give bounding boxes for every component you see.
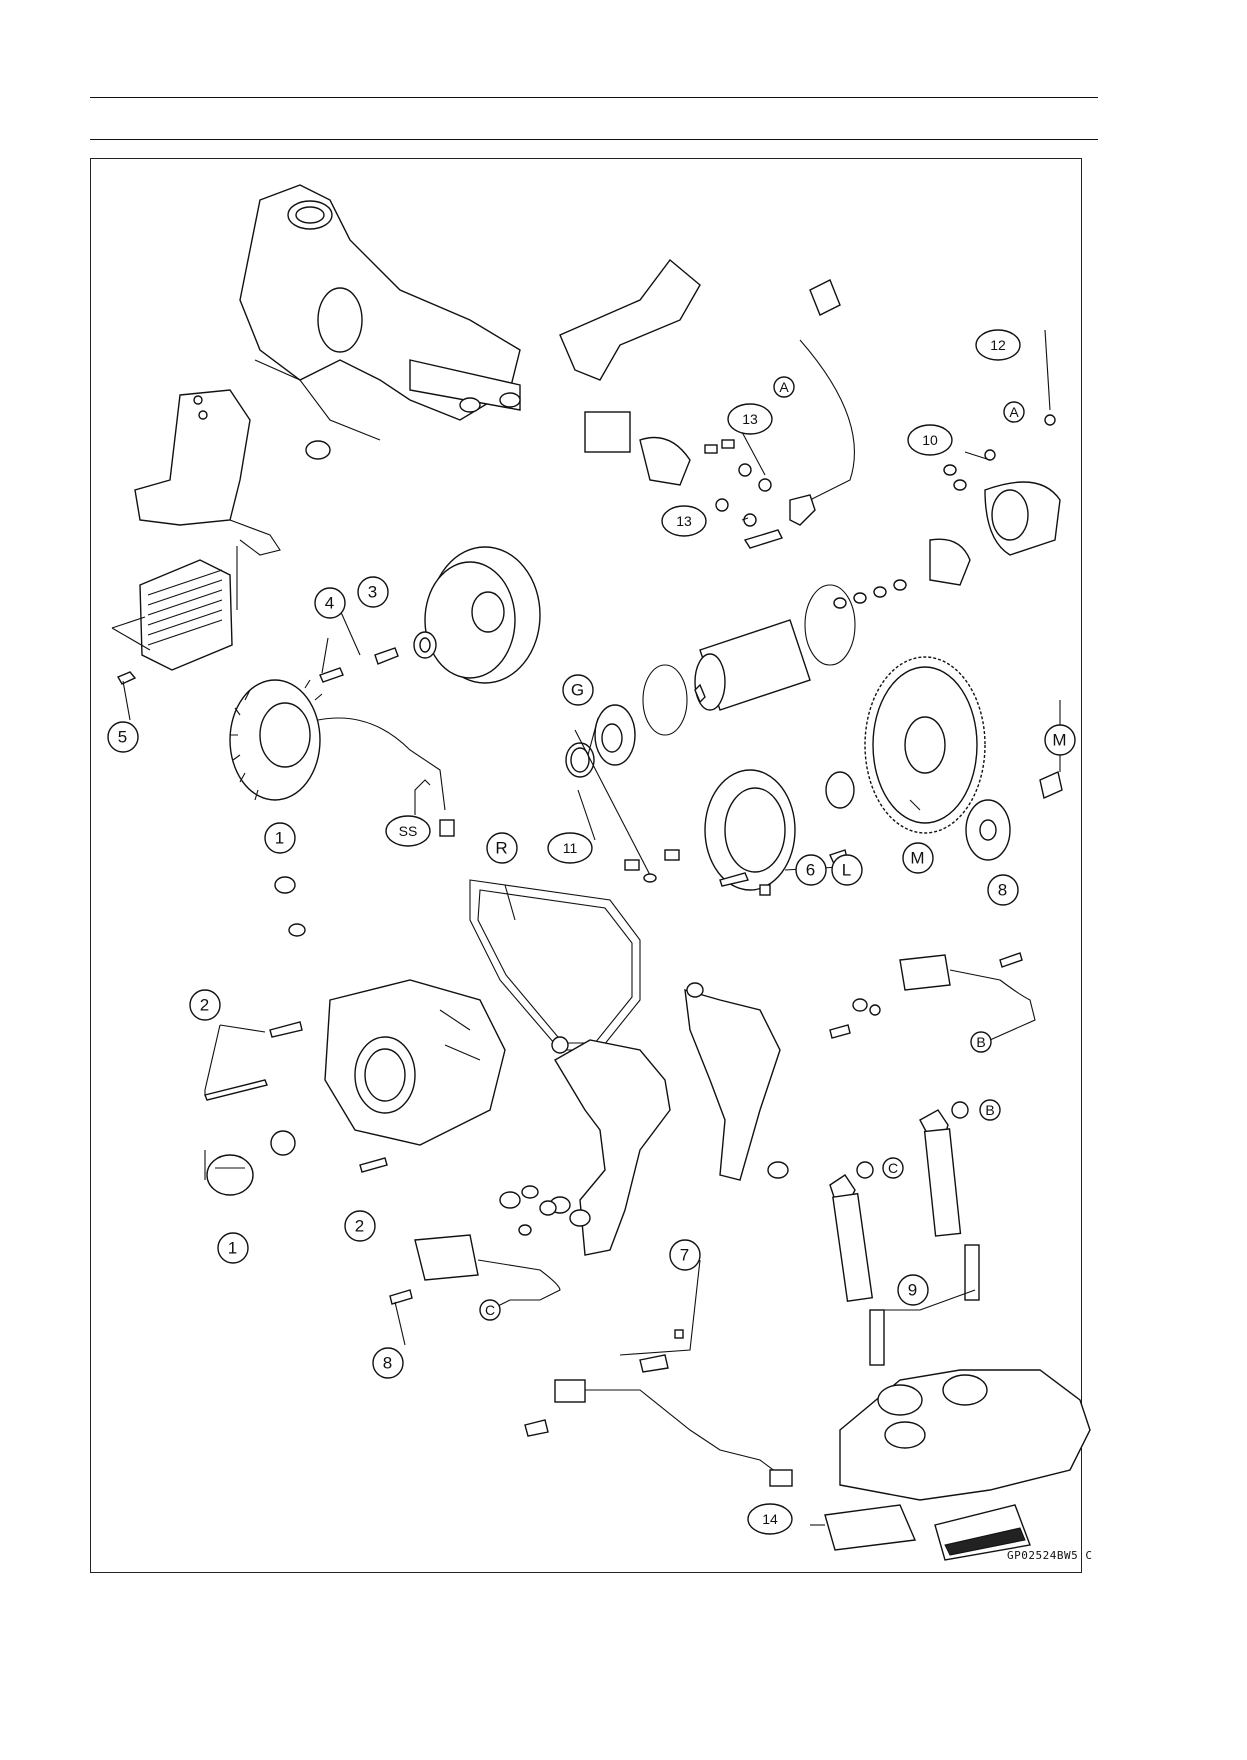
starter-motor-cable-drawing bbox=[789, 279, 855, 526]
starter-clutch-drawing bbox=[574, 729, 855, 896]
callout-label: 8 bbox=[998, 881, 1008, 900]
callout-label: 13 bbox=[742, 411, 758, 427]
callout-c-coil: C bbox=[882, 1157, 904, 1179]
callout-label: 11 bbox=[563, 840, 578, 856]
callout-9: 9 bbox=[897, 1274, 929, 1306]
alternator-cover-drawing bbox=[204, 876, 506, 1196]
frame-assembly-drawing bbox=[134, 184, 521, 556]
starter-relay-bracket-drawing bbox=[559, 258, 783, 549]
callout-label: 2 bbox=[355, 1217, 365, 1236]
callout-8-upper: 8 bbox=[987, 874, 1019, 906]
wiring-harness-drawing bbox=[524, 1329, 793, 1487]
callout-1-lower: 1 bbox=[217, 1232, 249, 1264]
brackets-drawing bbox=[499, 982, 789, 1256]
callout-label: C bbox=[485, 1302, 495, 1318]
callout-a-nut: A bbox=[1003, 401, 1025, 423]
callout-2-lower: 2 bbox=[344, 1210, 376, 1242]
ecu-drawing bbox=[824, 1504, 1031, 1561]
callout-label: 14 bbox=[762, 1511, 778, 1527]
callout-c-sensor: C bbox=[479, 1299, 501, 1321]
callout-label: A bbox=[779, 379, 789, 395]
callout-g: G bbox=[562, 674, 594, 706]
header-rule-top bbox=[90, 97, 1098, 98]
callout-b-sensor: B bbox=[970, 1031, 992, 1053]
callout-2-upper: 2 bbox=[189, 989, 221, 1021]
ignition-coil-b-drawing bbox=[919, 1101, 969, 1237]
callout-5: 5 bbox=[107, 721, 139, 753]
cylinder-head-cover-drawing bbox=[839, 1369, 1091, 1501]
callout-label: 8 bbox=[383, 1354, 393, 1373]
callout-4: 4 bbox=[314, 587, 346, 619]
callout-label: 12 bbox=[990, 337, 1006, 353]
callout-label: B bbox=[976, 1034, 985, 1050]
callout-label: 3 bbox=[368, 583, 378, 602]
crankshaft-sensor-lower-drawing bbox=[389, 1224, 561, 1311]
callout-label: B bbox=[985, 1102, 994, 1118]
callout-a-cable: A bbox=[773, 376, 795, 398]
callout-label: 7 bbox=[680, 1246, 690, 1265]
callout-b-coil: B bbox=[979, 1099, 1001, 1121]
callout-label: 2 bbox=[200, 996, 210, 1015]
callout-12: 12 bbox=[975, 329, 1021, 361]
callout-m-gear: M bbox=[902, 842, 934, 874]
callout-label: 5 bbox=[118, 728, 128, 747]
callout-r: R bbox=[486, 832, 518, 864]
alternator-rotor-drawing bbox=[413, 546, 541, 684]
header-rule-bottom bbox=[90, 139, 1098, 140]
ignition-coil-c-drawing bbox=[829, 1161, 874, 1302]
starter-clutch-gear-drawing bbox=[864, 656, 1063, 861]
figure-frame bbox=[90, 158, 1082, 1573]
regulator-rectifier-drawing bbox=[111, 546, 238, 685]
callout-label: G bbox=[571, 681, 585, 700]
stator-drawing bbox=[229, 679, 455, 837]
callout-label: 4 bbox=[325, 594, 335, 613]
callout-10: 10 bbox=[907, 424, 953, 456]
spark-plugs-drawing bbox=[869, 1244, 980, 1366]
callout-m-right: M bbox=[1044, 724, 1076, 756]
callout-label: A bbox=[1009, 404, 1019, 420]
callout-label: SS bbox=[399, 823, 418, 839]
callout-11: 11 bbox=[547, 832, 593, 864]
callout-ss: SS bbox=[385, 815, 431, 847]
callout-label: 13 bbox=[676, 513, 692, 529]
callout-3: 3 bbox=[357, 576, 389, 608]
callout-13-upper: 13 bbox=[727, 403, 773, 435]
callout-label: L bbox=[842, 861, 852, 880]
callout-8-lower: 8 bbox=[372, 1347, 404, 1379]
callout-label: R bbox=[495, 839, 508, 858]
callout-label: 9 bbox=[908, 1281, 918, 1300]
figure-code: GP02524BW5 C bbox=[1007, 1549, 1092, 1562]
callout-label: 6 bbox=[806, 861, 816, 880]
callout-l: L bbox=[831, 854, 863, 886]
callout-6: 6 bbox=[795, 854, 827, 886]
callout-13-lower: 13 bbox=[661, 505, 707, 537]
callout-label: 1 bbox=[275, 829, 285, 848]
leader-lines bbox=[122, 329, 1061, 1526]
starter-motor-drawing bbox=[565, 584, 856, 778]
callout-label: C bbox=[888, 1160, 898, 1176]
callout-7: 7 bbox=[669, 1239, 701, 1271]
bolts-3-4-drawing bbox=[319, 647, 399, 683]
callout-label: M bbox=[910, 849, 925, 868]
callout-label: M bbox=[1052, 731, 1067, 750]
starter-motor-end-cover-drawing bbox=[833, 414, 1061, 609]
callout-label: 10 bbox=[922, 432, 938, 448]
crankshaft-sensor-upper-drawing bbox=[829, 952, 1036, 1041]
callout-label: 1 bbox=[228, 1239, 238, 1258]
callout-14: 14 bbox=[747, 1503, 793, 1535]
callout-1-upper: 1 bbox=[264, 822, 296, 854]
